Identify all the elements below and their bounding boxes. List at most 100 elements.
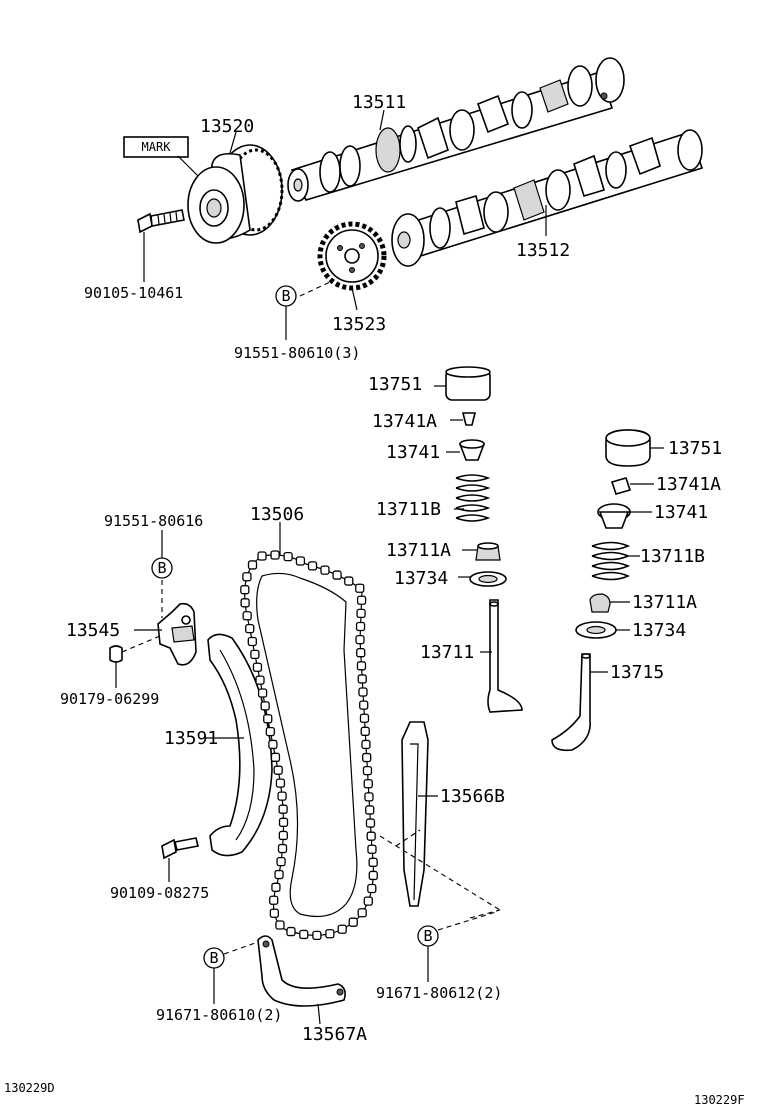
- chain-link: [356, 608, 366, 619]
- label-13711b-right: 13711B: [640, 546, 705, 567]
- chain-link: [286, 926, 296, 937]
- valve-assembly-right: [551, 429, 664, 752]
- label-91671-80610: 91671-80610(2): [156, 1006, 282, 1024]
- label-13566b: 13566B: [440, 786, 505, 807]
- spring-13711b-left: [455, 474, 491, 522]
- chain-link: [364, 792, 374, 802]
- chain-link: [275, 778, 286, 788]
- chain-link: [363, 896, 373, 906]
- label-13741-right: 13741: [654, 502, 708, 523]
- chain-link: [260, 701, 270, 711]
- tensioner-13545: [109, 580, 197, 688]
- bolt-90109: [161, 837, 199, 882]
- chain-link: [283, 551, 293, 562]
- spring-13711b-right: [591, 541, 630, 581]
- chain-link: [359, 713, 370, 723]
- label-13741a-top: 13741A: [372, 411, 437, 432]
- chain-link: [247, 636, 257, 647]
- chain-link: [252, 662, 263, 672]
- chain-link: [355, 583, 365, 593]
- chain-link: [348, 917, 358, 927]
- chain-link: [257, 551, 267, 561]
- chain-link: [277, 791, 287, 801]
- mark-label: MARK: [142, 140, 172, 154]
- label-90105-10461: 90105-10461: [84, 284, 183, 302]
- diagram-code-right: 130229F: [694, 1093, 745, 1107]
- chain-link: [344, 576, 354, 586]
- ref-b-4: B: [423, 927, 432, 945]
- chain-link: [270, 752, 281, 762]
- chain-link: [247, 560, 258, 570]
- chain-link: [307, 561, 318, 571]
- chain-link: [365, 805, 375, 815]
- label-13715: 13715: [610, 662, 664, 683]
- chain-link: [320, 565, 330, 575]
- chain-link: [277, 843, 288, 854]
- chain-link: [361, 739, 371, 750]
- label-13734-top: 13734: [394, 568, 448, 589]
- chain-link: [355, 621, 366, 632]
- label-13506: 13506: [250, 504, 304, 525]
- label-13523: 13523: [332, 314, 386, 335]
- label-13711: 13711: [420, 642, 474, 663]
- camshaft-13512: [391, 129, 704, 267]
- chain-link: [255, 675, 265, 685]
- chain-link: [360, 726, 370, 736]
- chain-link: [325, 929, 335, 939]
- mark-box: [123, 136, 189, 158]
- chain-link: [295, 556, 306, 566]
- bolt-90105: [137, 209, 185, 282]
- chain-link: [356, 595, 367, 605]
- chain-link: [242, 572, 252, 582]
- chain-link: [269, 908, 279, 918]
- ref-b-2: B: [157, 559, 166, 577]
- diagram-code-left: 130229D: [4, 1081, 55, 1095]
- camshaft-13511: [287, 57, 625, 202]
- ref-b-3: B: [209, 949, 218, 967]
- chain-link: [242, 611, 252, 621]
- chain-link: [367, 883, 377, 894]
- label-13512: 13512: [516, 240, 570, 261]
- label-13545: 13545: [66, 620, 120, 641]
- chain-link: [273, 765, 283, 775]
- label-13734-right: 13734: [632, 620, 686, 641]
- chain-link: [274, 869, 284, 880]
- chain-link: [278, 830, 288, 841]
- chain-link: [240, 585, 250, 595]
- chain-link: [368, 870, 378, 881]
- chain-link: [357, 674, 367, 684]
- chain-link: [278, 817, 289, 827]
- ref-b-1: B: [281, 287, 290, 305]
- label-13711a-top: 13711A: [386, 540, 451, 561]
- chain-link: [312, 930, 322, 940]
- label-13511: 13511: [352, 92, 406, 113]
- label-13591: 13591: [164, 728, 218, 749]
- chain-link: [250, 649, 260, 660]
- chain-link: [268, 739, 278, 750]
- chain-link: [337, 924, 347, 934]
- chain-link: [257, 688, 268, 698]
- label-13741-top: 13741: [386, 442, 440, 463]
- chain-guide-13591: [206, 633, 273, 857]
- chain-link: [276, 856, 286, 867]
- label-13711a-right: 13711A: [632, 592, 697, 613]
- chain-link: [240, 598, 250, 608]
- chain-guide-13566b: [379, 721, 501, 919]
- chain-link: [275, 920, 285, 930]
- chain-link: [357, 908, 367, 918]
- label-13567a: 13567A: [302, 1024, 367, 1045]
- guide-13567a: [257, 935, 346, 1025]
- chain-link: [356, 661, 367, 671]
- label-13741a-right: 13741A: [656, 474, 721, 495]
- chain-link: [263, 714, 273, 724]
- chain-link: [355, 634, 365, 645]
- label-91551-80616: 91551-80616: [104, 512, 203, 530]
- label-90179-06299: 90179-06299: [60, 690, 159, 708]
- label-91551-80610: 91551-80610(3): [234, 344, 360, 362]
- label-91671-80612: 91671-80612(2): [376, 984, 502, 1002]
- label-13711b-top: 13711B: [376, 499, 441, 520]
- chain-link: [367, 844, 377, 854]
- chain-link: [270, 550, 280, 560]
